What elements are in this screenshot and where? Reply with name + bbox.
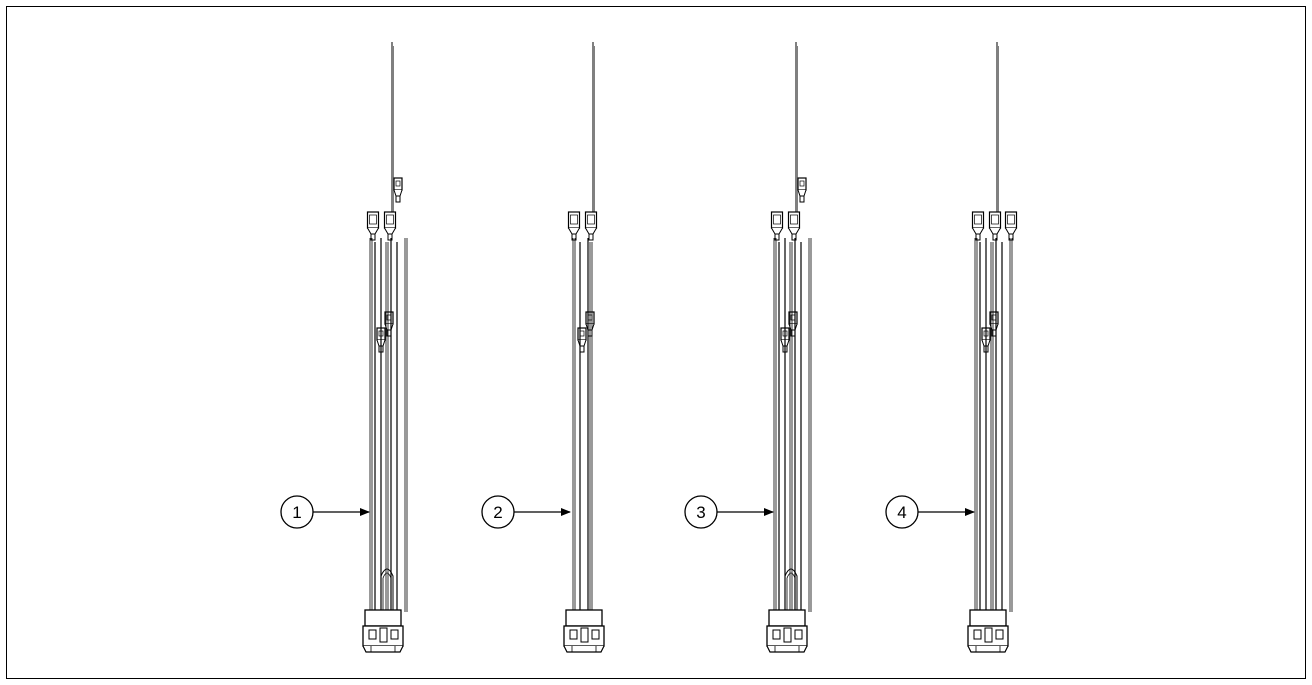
terminal-connector <box>988 211 1002 241</box>
terminal-connector <box>393 177 403 203</box>
wire-loop <box>380 568 394 612</box>
bottom-connector <box>362 609 404 653</box>
terminal-connector <box>366 211 380 241</box>
terminal-connector <box>797 177 807 203</box>
terminal-connector <box>787 211 801 241</box>
drawing-frame <box>6 6 1306 679</box>
harness-3: 3 <box>684 42 812 653</box>
callout-4: 4 <box>885 495 975 529</box>
wire-loop <box>786 572 796 612</box>
terminal-connector <box>567 211 581 241</box>
terminal-connector <box>577 327 587 353</box>
bottom-connector <box>766 609 808 653</box>
harness-2: 2 <box>481 42 605 653</box>
terminal-connector <box>770 211 784 241</box>
callout-label: 1 <box>292 503 301 522</box>
harness-4: 4 <box>885 42 1018 653</box>
terminal-connector <box>1004 211 1018 241</box>
terminal-connector <box>971 211 985 241</box>
bottom-connector <box>563 609 605 653</box>
wire-loop <box>382 572 392 612</box>
callout-label: 2 <box>493 503 502 522</box>
harness-1: 1 <box>280 42 408 653</box>
wire-loop <box>784 568 798 612</box>
callout-1: 1 <box>280 495 370 529</box>
bottom-connector <box>967 609 1009 653</box>
terminal-connector <box>584 211 598 241</box>
terminal-connector <box>383 211 397 241</box>
callout-label: 4 <box>897 503 906 522</box>
callout-2: 2 <box>481 495 571 529</box>
callout-3: 3 <box>684 495 774 529</box>
callout-label: 3 <box>696 503 705 522</box>
